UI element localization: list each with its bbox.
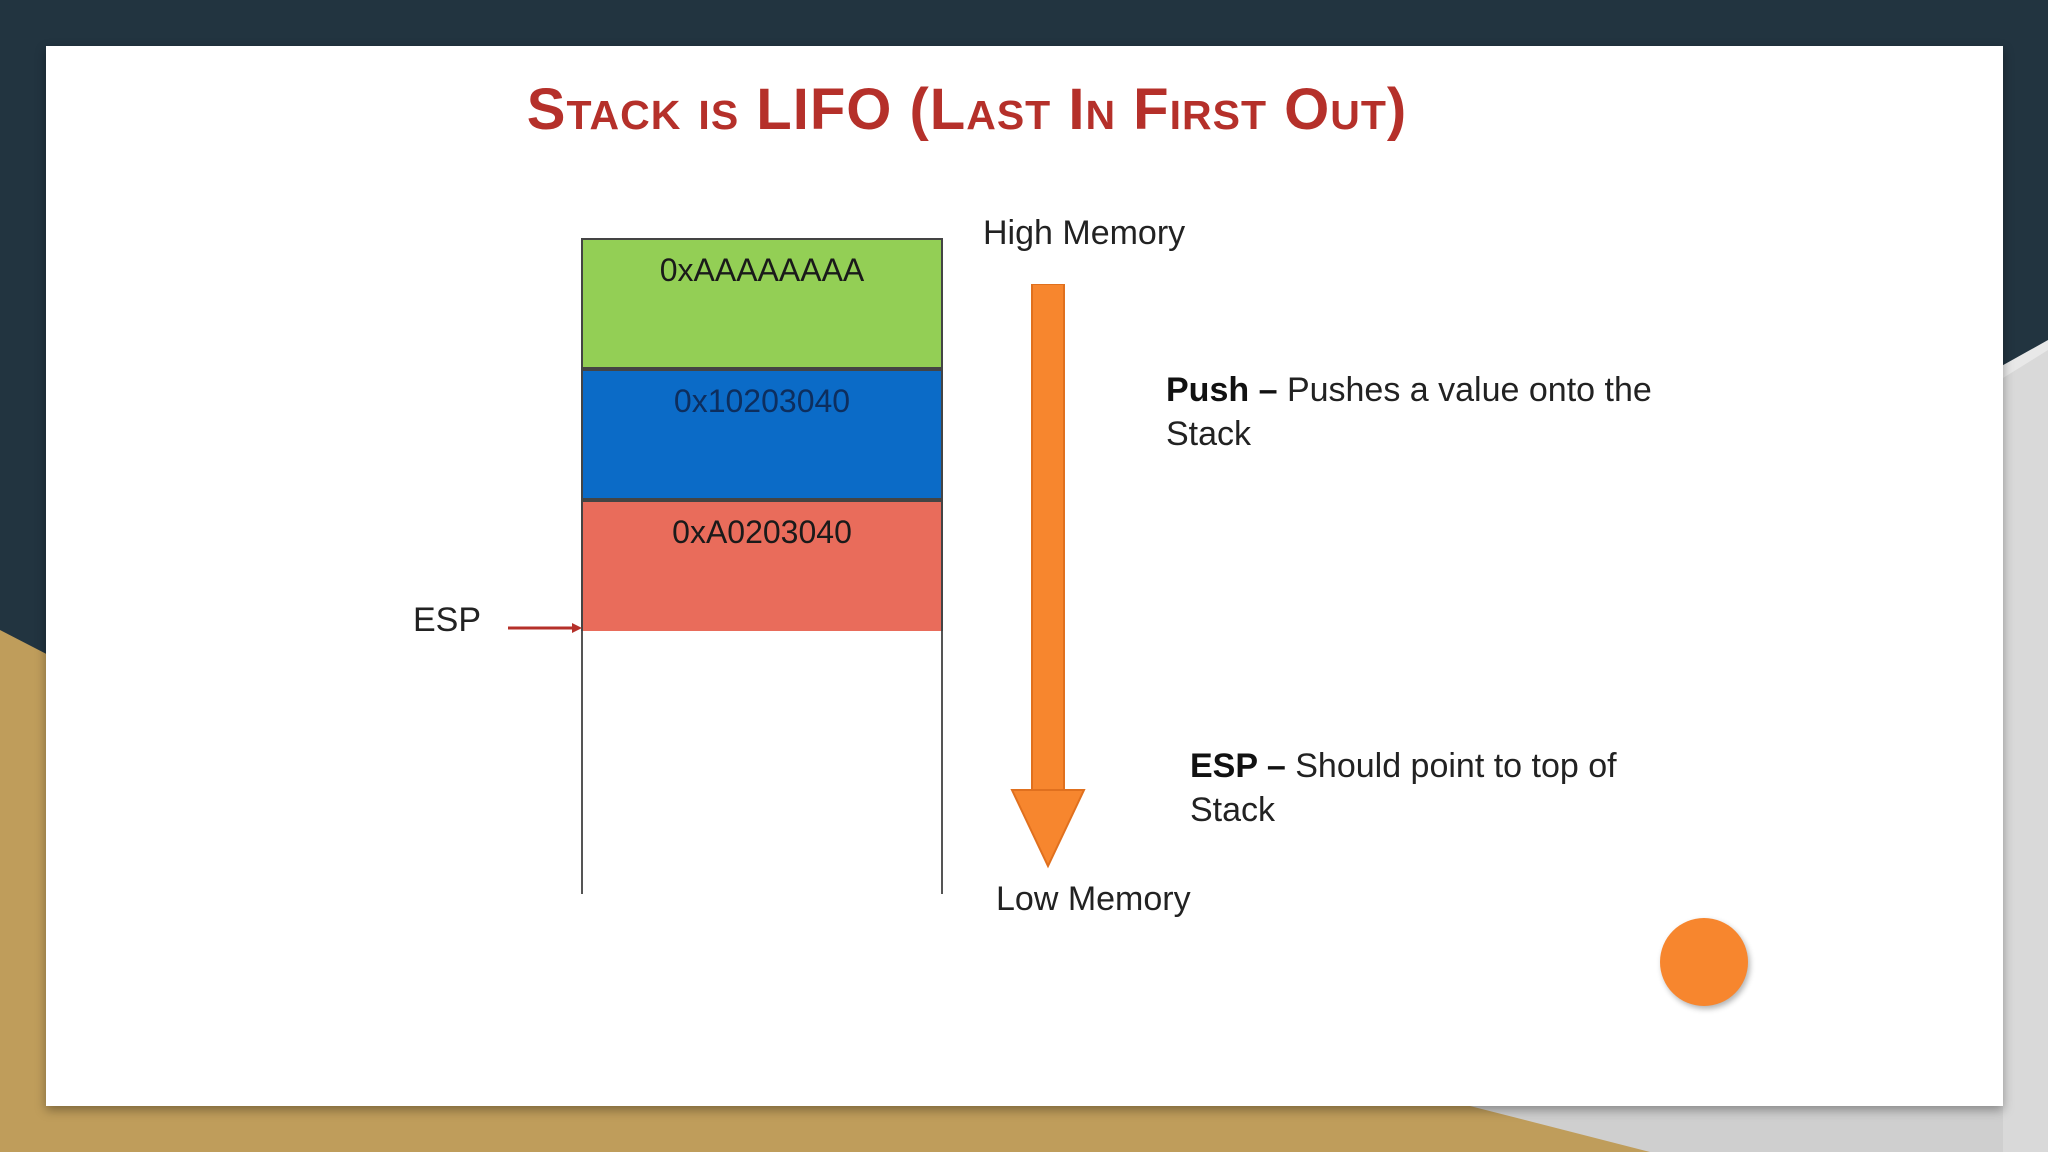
stack-cell-10203040: 0x10203040 <box>581 369 943 500</box>
esp-arrow-icon <box>508 623 582 633</box>
esp-pointer-label: ESP <box>413 601 482 639</box>
push-text: Pushes a value onto the Stack <box>1166 371 1652 453</box>
esp-description: ESP – Should point to top of Stack <box>1190 744 1710 832</box>
push-description: Push – Pushes a value onto the Stack <box>1166 368 1726 456</box>
high-memory-label: High Memory <box>983 214 1186 252</box>
memory-direction-arrow-icon <box>1010 284 1086 869</box>
accent-dot <box>1660 918 1748 1006</box>
esp-separator: – <box>1257 747 1296 785</box>
push-term: Push <box>1166 371 1250 409</box>
slide-title: Stack is LIFO (Last In First Out) <box>526 77 1408 142</box>
stack-cell-aaaaaaaa: 0xAAAAAAAA <box>581 238 943 369</box>
push-separator: – <box>1249 371 1287 409</box>
esp-term: ESP <box>1190 747 1258 785</box>
stack-right-wall <box>941 631 943 894</box>
low-memory-label: Low Memory <box>996 880 1191 918</box>
slide: Stack is LIFO (Last In First Out) 0xAAAA… <box>46 46 2003 1106</box>
esp-text: Should point to top of Stack <box>1190 747 1617 829</box>
stack-cell-a0203040: 0xA0203040 <box>581 500 943 631</box>
stack-left-wall <box>581 631 583 894</box>
